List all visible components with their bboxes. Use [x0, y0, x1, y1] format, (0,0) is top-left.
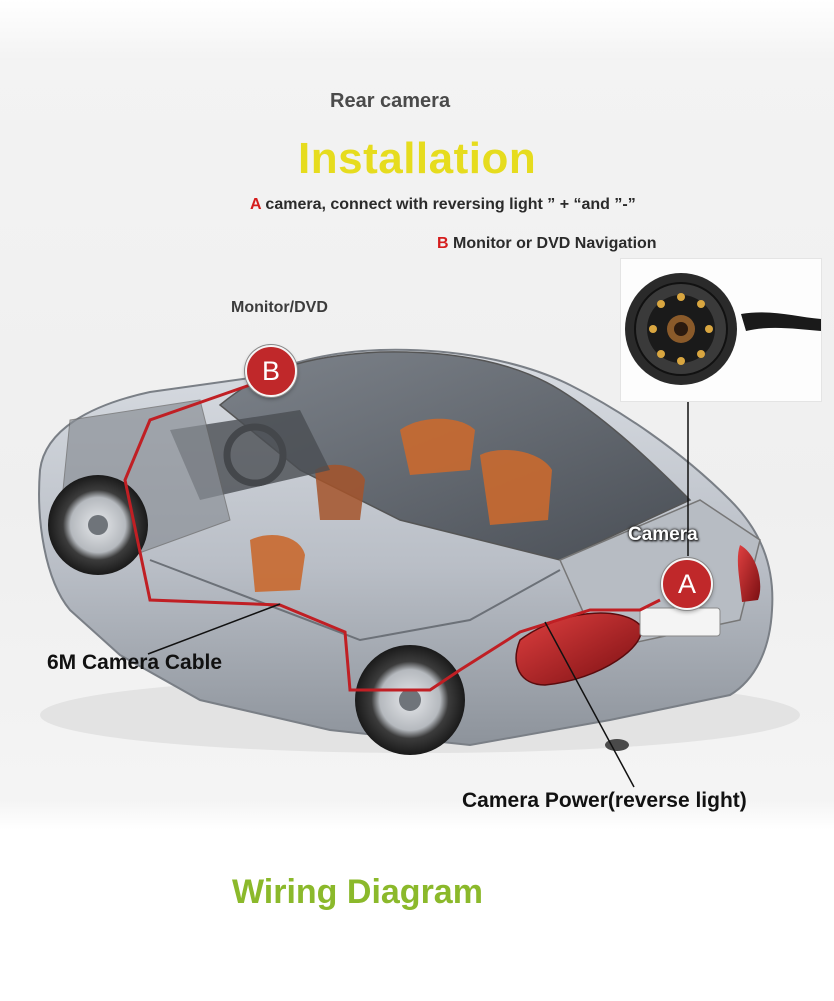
monitor-label: Monitor/DVD [231, 299, 328, 316]
camera-photo [620, 258, 822, 402]
rear-wheel-hub [399, 689, 421, 711]
license-plate [639, 607, 721, 637]
front-wheel-hub [88, 515, 108, 535]
subtitle: Rear camera [330, 90, 451, 112]
front-seat [250, 535, 305, 592]
footer-title: Wiring Diagram [232, 873, 483, 911]
note-a-text: camera, connect with reversing light ” +… [260, 196, 636, 213]
cable-label: 6M Camera Cable [47, 651, 223, 674]
note-b-key: B [437, 235, 449, 252]
tail-light [515, 612, 643, 686]
door-line [149, 559, 561, 642]
front-seat-2 [315, 464, 365, 520]
camera-label: Camera [628, 524, 698, 545]
camera-cable [123, 383, 661, 692]
page-title: Installation [298, 134, 537, 183]
note-b: B Monitor or DVD Navigation [437, 235, 657, 253]
tail-light-right [737, 545, 761, 602]
power-leader-line [544, 621, 635, 788]
badge-a: A [661, 558, 713, 610]
note-a: A camera, connect with reversing light ”… [250, 196, 636, 214]
badge-b: B [245, 345, 297, 397]
rear-seat [400, 418, 475, 475]
power-label: Camera Power(reverse light) [462, 789, 747, 812]
cable-leader-line [147, 603, 281, 655]
exhaust-pipe [605, 739, 629, 751]
note-b-text: Monitor or DVD Navigation [448, 235, 657, 252]
note-a-key: A [250, 196, 261, 213]
rear-seat-2 [480, 450, 552, 525]
camera-icon [625, 273, 821, 385]
